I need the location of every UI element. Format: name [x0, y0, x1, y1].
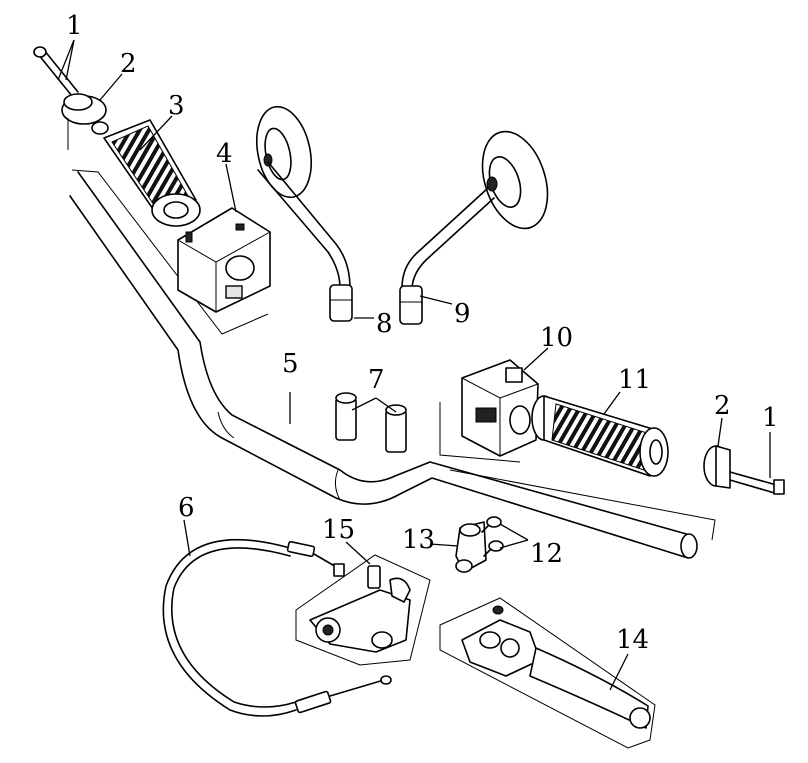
clutch-cable [162, 538, 392, 717]
callout-1-right: 1 [762, 403, 779, 433]
callout-3: 3 [168, 91, 185, 121]
assembly-frames [71, 169, 716, 749]
right-bar-end-bolt [729, 471, 785, 495]
callout-14: 14 [616, 625, 649, 655]
handlebar [69, 171, 698, 559]
callout-6: 6 [178, 493, 195, 523]
callout-10: 10 [540, 323, 573, 353]
callout-2-right: 2 [714, 391, 731, 421]
callout-7: 7 [368, 365, 385, 395]
callout-labels: 1 2 3 4 5 6 7 8 9 10 11 2 1 12 13 14 15 [66, 11, 779, 655]
callout-4: 4 [216, 139, 233, 169]
right-switch-housing [461, 359, 539, 457]
left-grip [103, 119, 201, 227]
right-bar-end-weight [703, 445, 731, 489]
callout-15: 15 [322, 515, 355, 545]
clutch-lever-bracket [309, 565, 411, 653]
left-switch-housing [177, 207, 271, 313]
brake-lever [461, 605, 651, 729]
lever-clamp [455, 521, 487, 573]
callout-2-left: 2 [120, 49, 137, 79]
left-bar-end-weight [61, 93, 109, 150]
callout-12: 12 [530, 539, 563, 569]
right-grip [531, 395, 669, 477]
callout-9: 9 [454, 299, 471, 329]
mirror-adapters [335, 392, 407, 453]
callout-8: 8 [376, 309, 393, 339]
callout-5: 5 [282, 349, 299, 379]
callout-11: 11 [618, 365, 651, 395]
callout-13: 13 [402, 525, 435, 555]
callout-1-left: 1 [66, 11, 83, 41]
leader-lines [57, 39, 771, 691]
right-mirror [399, 130, 549, 325]
clamp-screws [481, 516, 504, 557]
left-mirror [256, 105, 353, 322]
